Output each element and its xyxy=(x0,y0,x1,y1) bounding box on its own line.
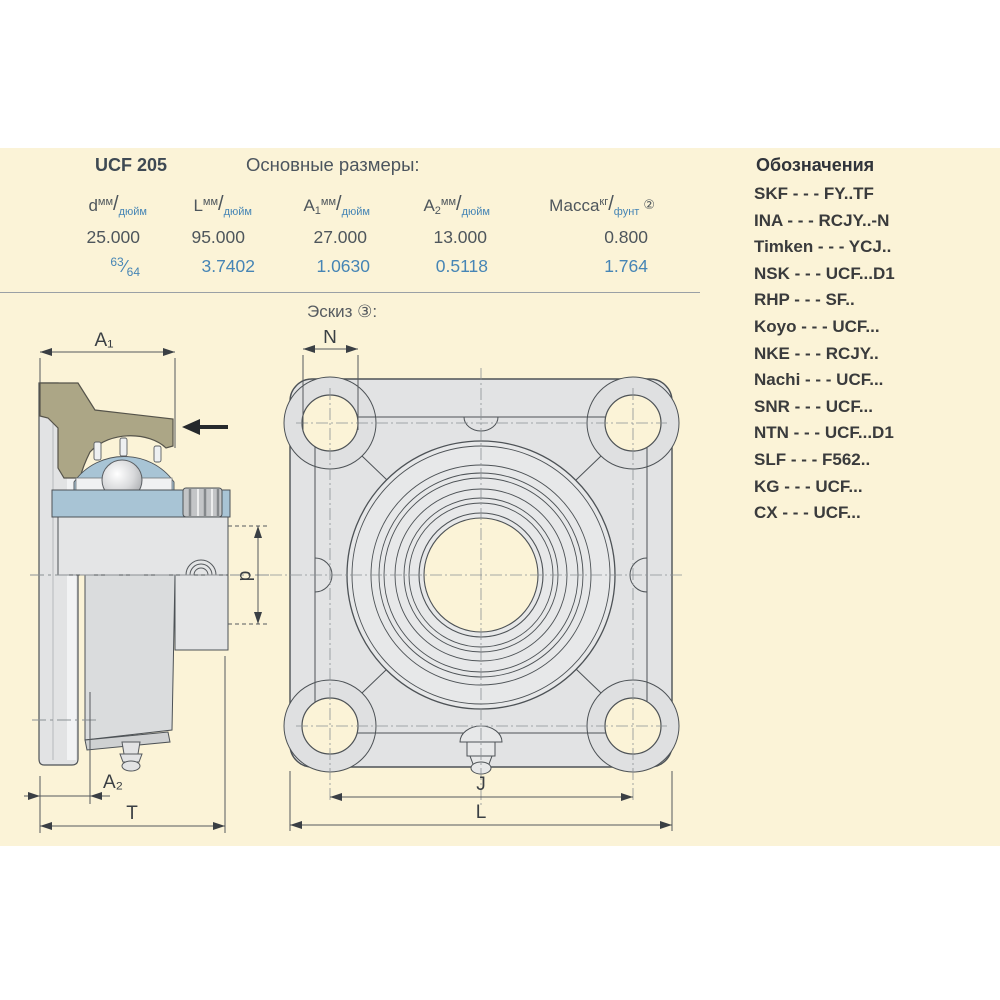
list-item: Koyo - - - UCF... xyxy=(754,316,880,336)
col-A1-header: A1мм/дюйм xyxy=(303,193,370,218)
footnote-2-icon: ② xyxy=(643,197,655,212)
dimension-t xyxy=(39,656,226,833)
dim-label-j: J xyxy=(476,774,486,795)
fraction-slash: ⁄ xyxy=(123,256,127,276)
unit-inch: дюйм xyxy=(223,206,252,218)
value-d-mm: 25.000 xyxy=(86,227,140,247)
shaft-and-housing xyxy=(57,516,229,751)
side-view-drawing: A₁ xyxy=(24,330,270,833)
value-A1-inch: 1.0630 xyxy=(316,256,370,276)
dim-label-n: N xyxy=(323,330,337,348)
dim-symbol: d xyxy=(88,196,98,215)
designations-list: SKF - - - FY..TF INA - - - RCJY..-N Timk… xyxy=(754,181,994,527)
dim-symbol: L xyxy=(193,196,203,215)
unit-slash: / xyxy=(608,193,614,215)
list-item: Nachi - - - UCF... xyxy=(754,370,884,390)
dimension-a2 xyxy=(24,692,110,804)
centerline xyxy=(30,574,270,721)
fraction-denominator: 64 xyxy=(126,265,140,279)
unit-slash: / xyxy=(456,193,462,215)
col-L-header: Lмм/дюйм xyxy=(193,193,252,218)
list-item: CX - - - UCF... xyxy=(754,503,861,523)
dimension-n xyxy=(302,345,359,430)
dim-symbol: A xyxy=(303,196,315,215)
unit-slash: / xyxy=(113,193,119,215)
table-title: Основные размеры: xyxy=(246,154,420,175)
col-A2-header: A2мм/дюйм xyxy=(423,193,490,218)
fraction-numerator: 63 xyxy=(110,255,124,269)
unit-mm: мм xyxy=(440,196,457,208)
list-item: KG - - - UCF... xyxy=(754,476,863,496)
list-item: NTN - - - UCF...D1 xyxy=(754,423,894,443)
value-d-inch: 63⁄64 xyxy=(110,255,140,279)
dim-label-a2: A₂ xyxy=(103,772,123,793)
dim-symbol: A xyxy=(423,196,435,215)
dim-symbol-sub: 2 xyxy=(434,205,441,217)
list-item: SLF - - - F562.. xyxy=(754,449,871,469)
unit-lb: фунт xyxy=(613,206,640,218)
grease-passage xyxy=(185,559,217,576)
unit-kg: кг xyxy=(599,196,609,208)
dimension-d xyxy=(228,525,270,625)
grease-nipple xyxy=(119,741,143,772)
list-item: INA - - - RCJY..-N xyxy=(754,210,890,230)
seal-pins xyxy=(93,437,162,463)
value-mass-lb: 1.764 xyxy=(604,256,648,276)
dimension-j xyxy=(330,793,633,801)
list-item: NKE - - - RCJY.. xyxy=(754,343,879,363)
dim-symbol-sub: 1 xyxy=(314,205,321,217)
unit-slash: / xyxy=(218,193,224,215)
direction-arrow-icon xyxy=(182,419,228,435)
value-A1-mm: 27.000 xyxy=(313,227,367,247)
unit-mm: мм xyxy=(320,196,337,208)
dim-label-t: T xyxy=(126,803,138,824)
dim-label-d: d xyxy=(235,571,256,582)
list-item: RHP - - - SF.. xyxy=(754,290,855,310)
unit-mm: мм xyxy=(202,196,219,208)
col-d-header: dмм/дюйм xyxy=(88,193,147,218)
sketch-label: Эскиз ③: xyxy=(307,302,378,321)
designations-title: Обозначения xyxy=(756,155,875,175)
grub-screw xyxy=(182,487,223,518)
list-item: SKF - - - FY..TF xyxy=(754,184,874,203)
value-L-mm: 95.000 xyxy=(191,227,245,247)
value-A2-mm: 13.000 xyxy=(433,227,487,247)
housing-flange-section xyxy=(39,382,174,479)
value-A2-inch: 0.5118 xyxy=(435,256,488,276)
dim-symbol: Масса xyxy=(549,196,600,215)
unit-inch: дюйм xyxy=(461,206,490,218)
dimension-l xyxy=(289,771,673,831)
list-item: Timken - - - YCJ.. xyxy=(754,237,892,257)
value-L-inch: 3.7402 xyxy=(201,256,255,276)
value-mass-kg: 0.800 xyxy=(604,227,648,247)
list-item: NSK - - - UCF...D1 xyxy=(754,263,895,283)
unit-inch: дюйм xyxy=(118,206,147,218)
front-view-drawing: N J L xyxy=(270,330,685,831)
unit-inch: дюйм xyxy=(341,206,370,218)
model-designation: UCF 205 xyxy=(95,155,168,175)
unit-slash: / xyxy=(336,193,342,215)
section-divider xyxy=(0,292,700,293)
dim-label-l: L xyxy=(476,802,487,823)
list-item: SNR - - - UCF... xyxy=(754,396,873,416)
dim-label-a1: A₁ xyxy=(94,330,113,351)
unit-mm: мм xyxy=(97,196,114,208)
